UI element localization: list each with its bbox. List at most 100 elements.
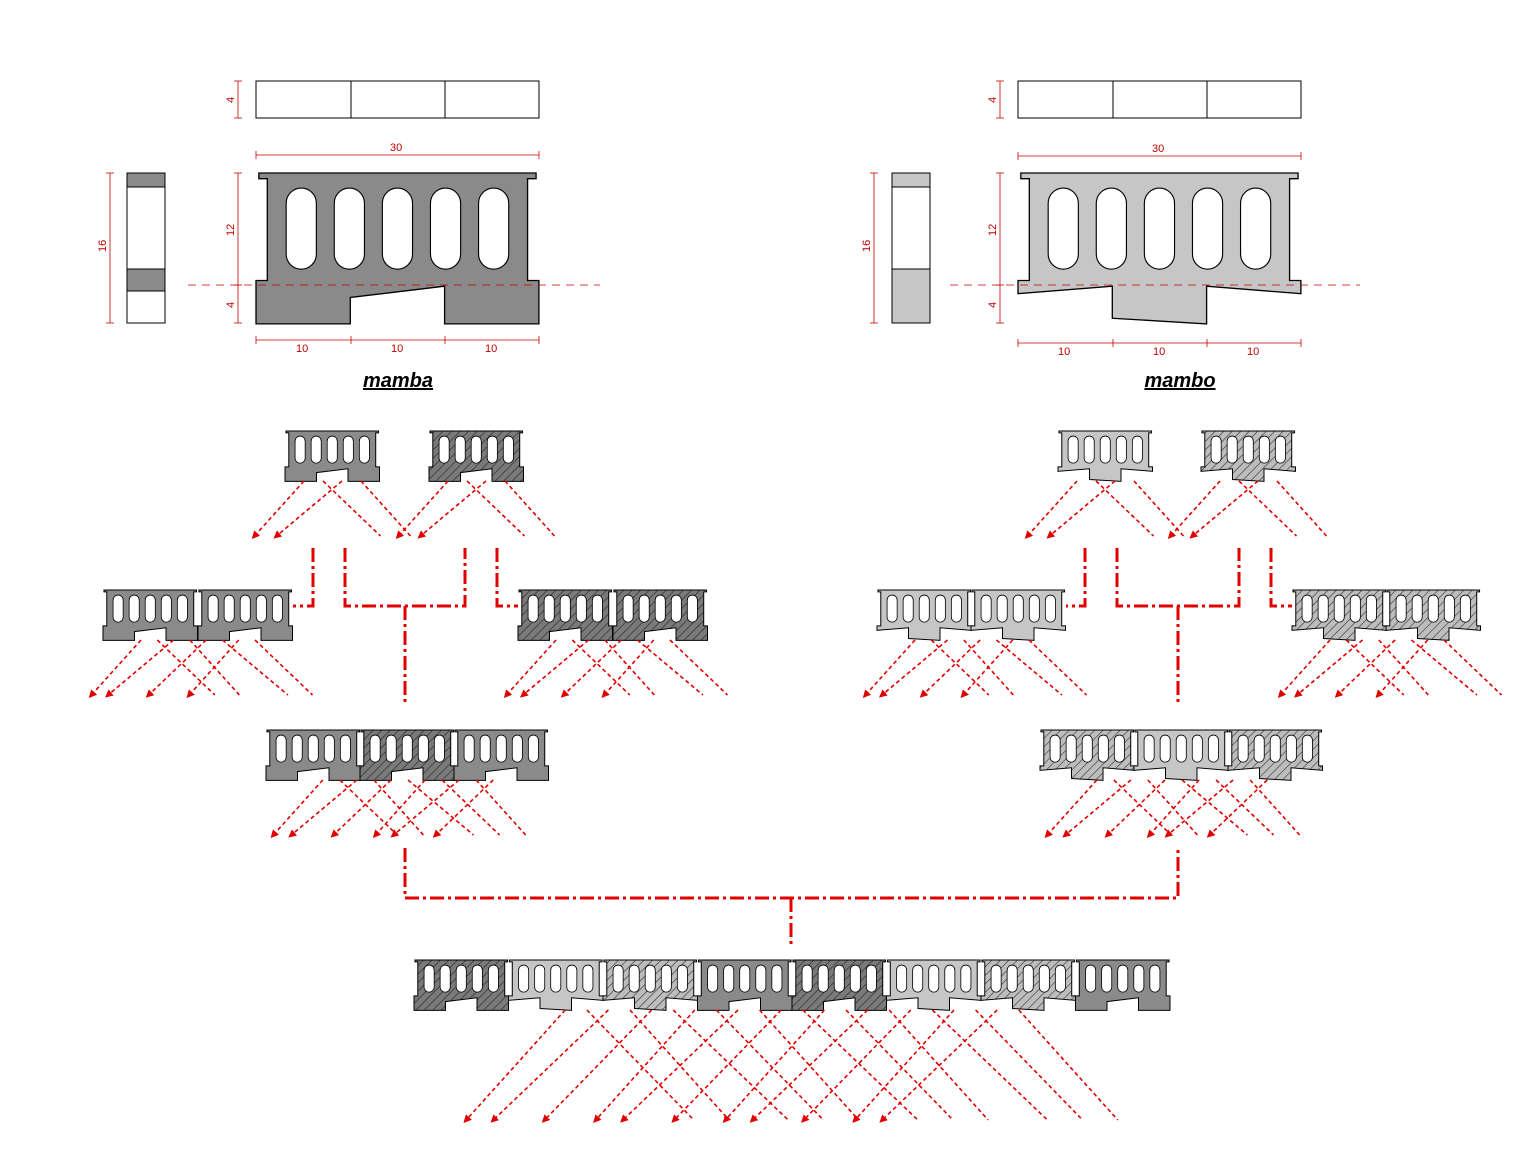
mambo-large-block-hole — [1047, 187, 1079, 270]
row2-mambo-forces-arrow — [995, 639, 1063, 696]
row4-block-5-hole — [849, 964, 861, 993]
row2-mambo-forces-arrow — [960, 639, 1014, 698]
row2-mambo-a — [876, 589, 972, 641]
row4-block-4-hole — [739, 964, 751, 993]
row4-block-7 — [980, 959, 1076, 1011]
row4-block-7-hole — [1022, 964, 1034, 993]
row2-mambo-b-hole — [1044, 594, 1056, 623]
row1-mambo-forces-arrow — [1046, 480, 1116, 539]
row1-mambo-hatched-hole — [1242, 435, 1254, 464]
row2-mambo-b-hole — [980, 594, 992, 623]
row3-mamba-b-hole — [401, 734, 413, 763]
row1-mamba-forces-arrow — [273, 480, 343, 539]
row4-block-8-hole — [1085, 964, 1097, 993]
row4-block-1-hole — [423, 964, 435, 993]
row3-mambo-forces-arrow — [1104, 779, 1166, 838]
row3-mambo-forces-arrow — [1215, 779, 1275, 836]
row4-forces-arrow — [931, 1009, 1048, 1121]
row3-mamba-forces-arrow — [373, 779, 425, 836]
row3-mamba-forces-arrow — [270, 779, 324, 838]
row4-block-4-hole — [723, 964, 735, 993]
row2-mamba-hatched-b-hole — [670, 594, 682, 623]
row4-block-1-hole — [471, 964, 483, 993]
mambo-seg2-label: 10 — [1153, 346, 1165, 358]
row2-mamba-hatched-forces-arrow — [560, 639, 622, 698]
row1-mamba-hole — [294, 435, 306, 464]
mambo-large-block-hole — [1239, 187, 1272, 270]
row2-mamba-hatched-b-hole — [686, 594, 698, 623]
row2-mamba-forces-arrow — [88, 639, 142, 698]
row1-mambo-hatched-forces — [1167, 480, 1328, 539]
connector-mamba-hatched-pair — [495, 548, 518, 608]
row2-mamba-hatched-forces-arrow — [520, 639, 590, 698]
row2-mambo-hatched-a-hole — [1349, 594, 1361, 623]
row1-mamba-hole — [310, 435, 322, 464]
row2-mamba-forces-arrow — [186, 639, 240, 698]
row2-mamba-hatched-a — [517, 589, 613, 641]
row4-forces-arrow — [715, 1009, 824, 1121]
row2-mamba-forces-arrow — [254, 639, 314, 696]
row3-mamba-c-hole — [479, 734, 491, 763]
row4-block-8-hole — [1117, 964, 1129, 993]
row4-block-8-hole — [1149, 964, 1161, 993]
row1-mamba-hatched-forces-arrow — [417, 480, 487, 539]
row2-mambo-b — [970, 589, 1066, 641]
row2-mambo-a-hole — [934, 594, 946, 623]
connector-mambo-merge — [1115, 548, 1241, 608]
row4-forces-arrow — [749, 1009, 869, 1123]
row4-block-5-hole — [801, 964, 813, 993]
row2-mambo-hatched-a-hole — [1301, 594, 1313, 623]
row2-mamba-hatched-a-hole — [575, 594, 587, 623]
row2-mamba-hatched-forces-arrow — [571, 639, 631, 696]
row4-forces-arrow — [620, 1009, 739, 1123]
mambo-seg3-label: 10 — [1247, 346, 1259, 358]
row3-mambo-b-hole — [1207, 734, 1219, 763]
row2-mamba-hatched-b-hole — [654, 594, 666, 623]
mambo-upper-height-label: 12 — [987, 224, 999, 236]
row3-mamba-forces-arrow — [372, 779, 426, 838]
mamba-thickness-label: 4 — [225, 97, 237, 103]
row3-mamba-forces-arrow — [441, 779, 501, 836]
row1-mamba-forces-arrow — [360, 480, 412, 537]
row3-mamba-forces-arrow — [407, 779, 475, 836]
row4-forces-arrow — [801, 1009, 912, 1123]
row2-mambo-forces-arrow — [930, 639, 990, 696]
row3-mamba-b-hole — [417, 734, 429, 763]
row3-mambo-a-hole — [1049, 734, 1061, 763]
row4-forces — [463, 1009, 1119, 1123]
row2-mambo-a-hole — [950, 594, 962, 623]
row2-mamba-hatched-a-hole — [543, 594, 555, 623]
mambo-height-dims: 12 4 — [987, 172, 1004, 324]
row3-mambo-a-hole — [1081, 734, 1093, 763]
row2-mamba-forces-arrow — [105, 639, 175, 698]
row3-mambo-b — [1133, 729, 1229, 781]
row4-forces-arrow — [1018, 1009, 1119, 1121]
row1-mambo-hatched-forces-arrow — [1167, 480, 1221, 539]
row1-mambo-forces — [1024, 480, 1185, 539]
row3-mamba-a-hole — [291, 734, 303, 763]
mambo-width-dim: 30 — [1017, 143, 1302, 160]
row4-block-3-hole — [612, 964, 624, 993]
row4-forces-arrow — [802, 1009, 919, 1121]
mamba-large-block — [255, 172, 540, 325]
row4-block-7-hole — [990, 964, 1002, 993]
row3-mambo-forces-arrow — [1181, 779, 1249, 836]
row4-block-5-hole — [865, 964, 877, 993]
row4-block-8-hole — [1133, 964, 1145, 993]
row2-mambo-a-hole — [902, 594, 914, 623]
row3-mamba-c — [453, 729, 549, 781]
row2-mamba-forces-arrow — [145, 639, 207, 698]
row2-mamba-hatched-b-hole — [622, 594, 634, 623]
row3-mambo-c-hole — [1269, 734, 1281, 763]
row3-mamba-c-hole — [463, 734, 475, 763]
row1-mambo-forces-arrow — [1095, 480, 1155, 537]
row3-mambo-a-hole — [1065, 734, 1077, 763]
row1-mamba-hatched-forces-arrow — [395, 480, 449, 539]
row1-mamba — [284, 430, 380, 482]
row2-mambo-b-hole — [1028, 594, 1040, 623]
row3-mamba-forces-arrow — [339, 779, 398, 836]
row1-mamba-hatched-hole — [438, 435, 450, 464]
mamba-width-dim: 30 — [255, 142, 540, 159]
row4-block-5-hole — [817, 964, 829, 993]
row1-mambo — [1057, 430, 1153, 482]
